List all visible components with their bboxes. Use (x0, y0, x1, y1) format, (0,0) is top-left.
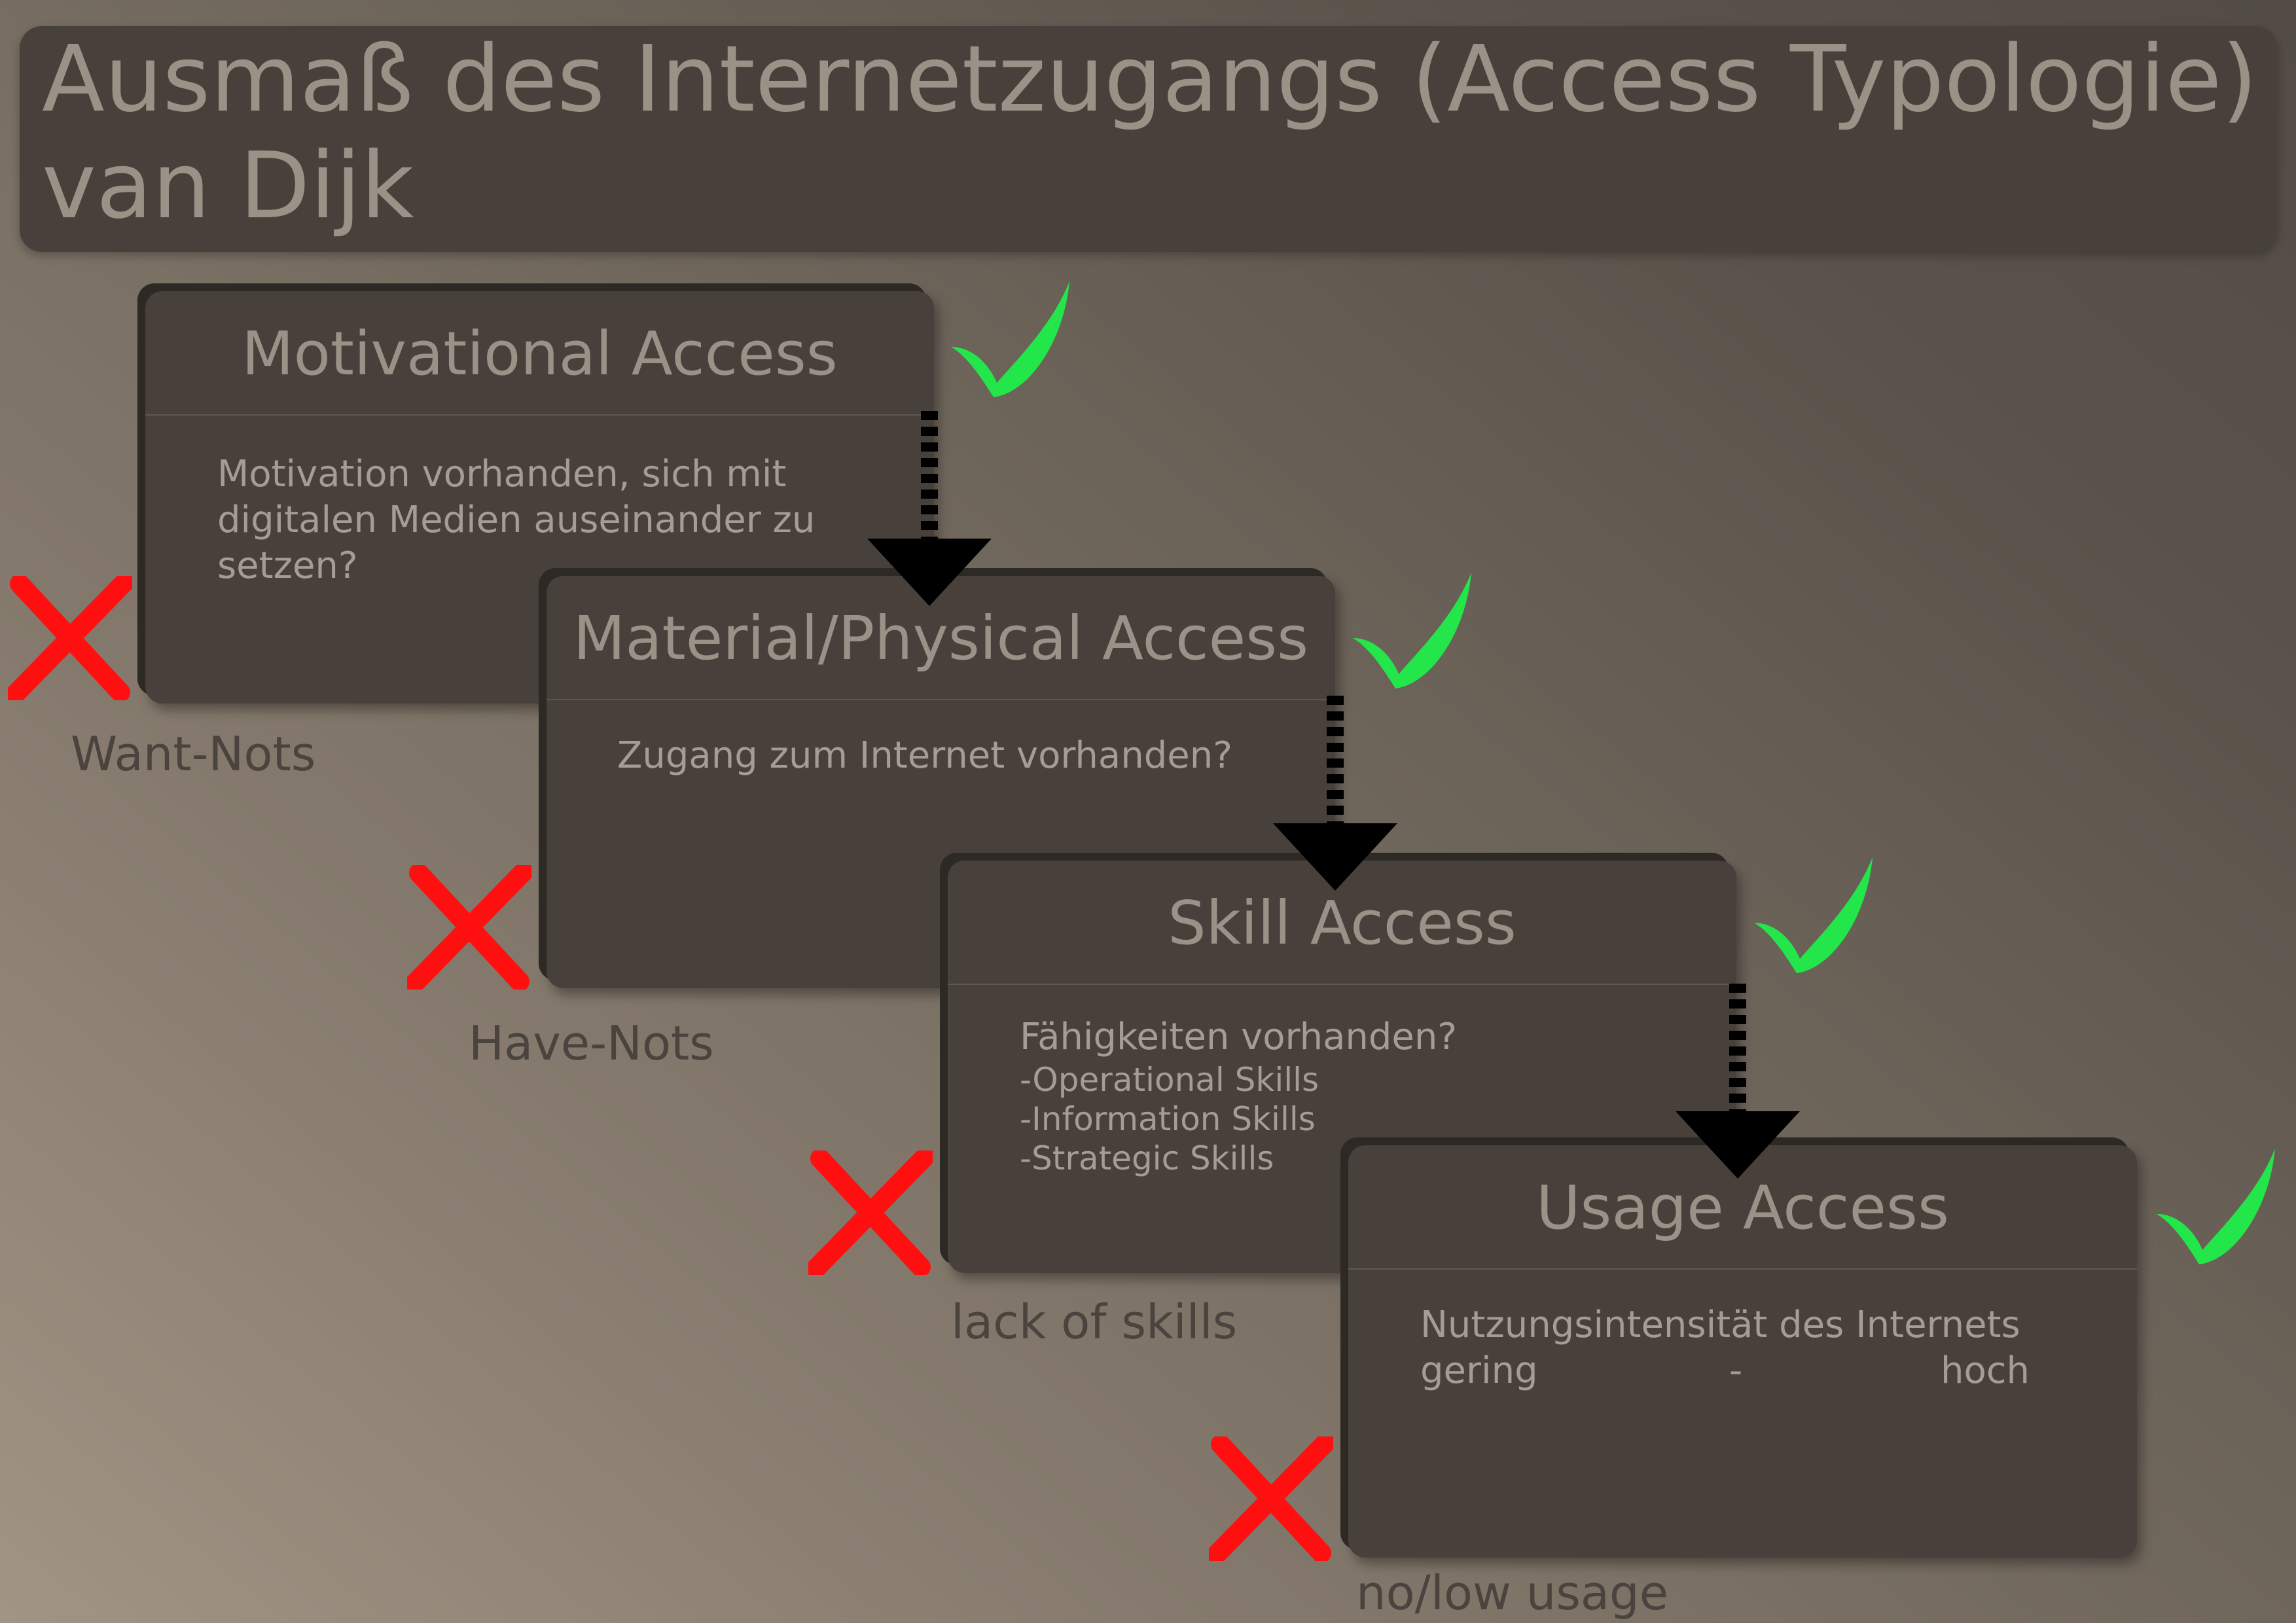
description-line: Motivation vorhanden, sich mit (217, 453, 787, 495)
stage-description: Nutzungsintensität des Internets gering … (1420, 1302, 2111, 1394)
stage-title: Usage Access (1536, 1172, 1949, 1243)
dashed-down-arrow-icon (867, 411, 992, 606)
range-separator: - (1729, 1349, 1743, 1392)
skill-item: -Operational Skills (1020, 1061, 1319, 1099)
description-line: setzen? (217, 544, 358, 587)
checkmark-icon (951, 281, 1069, 397)
range-low-label: gering (1420, 1349, 1538, 1392)
card-divider (1348, 1268, 2137, 1270)
stage-title: Skill Access (1168, 887, 1516, 958)
outcome-label-want-nots: Want-Nots (71, 726, 316, 781)
outcome-label-have-nots: Have-Nots (469, 1016, 714, 1071)
outcome-label-no-low-usage: no/low usage (1356, 1565, 1669, 1620)
description-line: Zugang zum Internet vorhanden? (617, 734, 1232, 777)
card-divider (547, 699, 1335, 700)
usage-range: gering - hoch (1420, 1348, 2030, 1394)
page-subtitle-author: van Dijk (42, 133, 414, 240)
stage-title: Material/Physical Access (573, 603, 1309, 673)
cross-icon (1209, 1436, 1333, 1561)
stage-description: Motivation vorhanden, sich mit digitalen… (217, 452, 908, 589)
stage-title: Motivational Access (242, 318, 838, 389)
cross-icon (8, 576, 132, 700)
stage-description: Fähigkeiten vorhanden? -Operational Skil… (1020, 1014, 1710, 1178)
dashed-down-arrow-icon (1676, 984, 1800, 1179)
title-bar: Ausmaß des Internetzugangs (Access Typol… (20, 26, 2278, 252)
checkmark-icon (2157, 1149, 2275, 1264)
stage-description: Zugang zum Internet vorhanden? (617, 733, 1309, 779)
skill-item: -Strategic Skills (1020, 1139, 1274, 1177)
card-divider (948, 984, 1736, 985)
cross-icon (808, 1150, 933, 1275)
checkmark-icon (1754, 857, 1873, 973)
cross-icon (407, 865, 531, 990)
stage-card-motivational: Motivational Access Motivation vorhanden… (145, 291, 934, 704)
card-divider (145, 414, 934, 416)
outcome-label-lack-of-skills: lack of skills (951, 1294, 1238, 1349)
dashed-down-arrow-icon (1273, 696, 1397, 891)
range-high-label: hoch (1941, 1349, 2030, 1392)
skill-item: -Information Skills (1020, 1100, 1316, 1138)
description-line: Nutzungsintensität des Internets (1420, 1304, 2020, 1346)
checkmark-icon (1353, 573, 1471, 688)
description-line: digitalen Medien auseinander zu (217, 499, 816, 541)
stage-card-usage: Usage Access Nutzungsintensität des Inte… (1348, 1145, 2137, 1558)
description-line: Fähigkeiten vorhanden? (1020, 1016, 1458, 1058)
page-title: Ausmaß des Internetzugangs (Access Typol… (42, 26, 2258, 133)
